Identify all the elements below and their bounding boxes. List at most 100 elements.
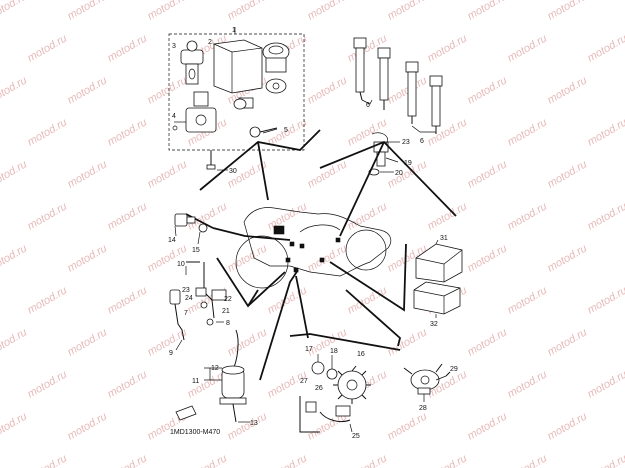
watermark-text: motod.ru	[66, 326, 110, 358]
watermark-text: motod.ru	[546, 410, 590, 442]
callout-3: 3	[172, 43, 176, 50]
watermark-text: motod.ru	[586, 284, 625, 316]
callout-8: 8	[226, 320, 230, 327]
watermark-text: motod.ru	[306, 0, 350, 23]
watermark-text: motod.ru	[586, 452, 625, 468]
callout-28: 28	[419, 405, 427, 412]
watermark-text: motod.ru	[306, 158, 350, 190]
watermark-text: motod.ru	[106, 368, 150, 400]
callout-23b: 23	[182, 287, 190, 294]
watermark-text: motod.ru	[346, 284, 390, 316]
watermark-text: motod.ru	[466, 0, 510, 23]
lock-cylinder-part[interactable]	[262, 42, 290, 94]
watermark-text: motod.ru	[466, 242, 510, 274]
speed-sensor-part[interactable]	[195, 287, 227, 301]
watermark-text: motod.ru	[146, 0, 190, 23]
oxygen-sensor-part[interactable]	[169, 289, 185, 341]
ignition-coil-2[interactable]	[377, 47, 391, 110]
watermark-text: motod.ru	[26, 368, 70, 400]
watermark-text: motod.ru	[106, 200, 150, 232]
watermark-text: motod.ru	[506, 368, 550, 400]
callout-31: 31	[440, 235, 448, 242]
callout-27: 27	[300, 378, 308, 385]
watermark-text: motod.ru	[66, 242, 110, 274]
relay-part[interactable]	[219, 365, 247, 405]
watermark-text: motod.ru	[426, 32, 470, 64]
watermark-text: motod.ru	[106, 116, 150, 148]
ignition-coil-3[interactable]	[405, 61, 419, 124]
watermark-text: motod.ru	[26, 32, 70, 64]
watermark-text: motod.ru	[0, 326, 29, 358]
watermark-text: motod.ru	[0, 158, 29, 190]
main-switch-part[interactable]	[180, 40, 204, 85]
watermark-text: motod.ru	[26, 284, 70, 316]
watermark-text: motod.ru	[546, 242, 590, 274]
pickup-coil-part[interactable]	[305, 401, 351, 417]
watermark-text: motod.ru	[0, 242, 29, 274]
callout-18: 18	[330, 348, 338, 355]
callout-29: 29	[450, 366, 458, 373]
callout-13: 13	[250, 420, 258, 427]
watermark-text: motod.ru	[546, 158, 590, 190]
air-temp-sensor-part[interactable]	[174, 213, 196, 227]
leader-lines	[185, 129, 457, 381]
callout-16: 16	[357, 351, 365, 358]
watermark-text: motod.ru	[66, 74, 110, 106]
ecu-lower-part[interactable]	[413, 281, 461, 315]
watermark-text: motod.ru	[386, 0, 430, 23]
relay-group: 11 12 13	[175, 329, 258, 427]
watermark-text: motod.ru	[466, 410, 510, 442]
watermark-text: motod.ru	[306, 326, 350, 358]
watermark-text: motod.ru	[506, 452, 550, 468]
watermark-text: motod.ru	[106, 32, 150, 64]
key-part[interactable]	[249, 126, 278, 138]
watermark-text: motod.ru	[226, 0, 270, 23]
watermark-text: motod.ru	[546, 74, 590, 106]
watermark-text: motod.ru	[226, 326, 270, 358]
spacer-part[interactable]	[311, 361, 338, 380]
watermark-text: motod.ru	[466, 74, 510, 106]
watermark-text: motod.ru	[586, 200, 625, 232]
watermark-text: motod.ru	[266, 200, 310, 232]
callout-7: 7	[184, 310, 188, 317]
callout-9: 9	[169, 350, 173, 357]
watermark-text: motod.ru	[66, 158, 110, 190]
connector-part[interactable]	[175, 405, 197, 421]
pickup-rotor-part[interactable]	[333, 365, 371, 404]
control-unit-part[interactable]	[213, 39, 263, 94]
watermark-text: motod.ru	[386, 410, 430, 442]
watermark-text: motod.ru	[466, 326, 510, 358]
callout-30: 30	[229, 168, 237, 175]
watermark-text: motod.ru	[0, 410, 29, 442]
callout-23a: 23	[402, 139, 410, 146]
watermark-text: motod.ru	[0, 74, 29, 106]
pickup-coil-group: 17 18 16 27 26 25	[299, 346, 371, 440]
neutral-switch-part[interactable]	[403, 363, 443, 395]
seat-lock-part[interactable]	[185, 91, 254, 133]
callout-14: 14	[168, 237, 176, 244]
ignition-key-set-group: 1 2 3 4 5	[168, 27, 305, 151]
watermark-text: motod.ru	[226, 242, 270, 274]
callout-21: 21	[222, 308, 230, 315]
ignition-coil-4[interactable]	[429, 75, 443, 134]
watermark-text: motod.ru	[506, 200, 550, 232]
bolt-30-part[interactable]: 30	[206, 150, 237, 175]
watermark-text: motod.ru	[266, 452, 310, 468]
ignition-coil-1[interactable]	[353, 37, 367, 101]
neutral-switch-group: 29 28	[403, 363, 458, 412]
callout-24: 24	[185, 295, 193, 302]
callout-12: 12	[211, 365, 219, 372]
watermark-text: motod.ru	[586, 368, 625, 400]
watermark-text: motod.ru	[506, 284, 550, 316]
callout-4: 4	[172, 113, 176, 120]
watermark-text: motod.ru	[546, 0, 590, 23]
diagram-code: 1MD1300-M470	[170, 429, 220, 436]
callout-19: 19	[404, 160, 412, 167]
callout-11: 11	[192, 378, 199, 385]
watermark-text: motod.ru	[146, 158, 190, 190]
watermark-text: motod.ru	[146, 74, 190, 106]
watermark-text: motod.ru	[306, 74, 350, 106]
watermark-text: motod.ru	[586, 32, 625, 64]
watermark-text: motod.ru	[26, 452, 70, 468]
watermark-text: motod.ru	[466, 158, 510, 190]
